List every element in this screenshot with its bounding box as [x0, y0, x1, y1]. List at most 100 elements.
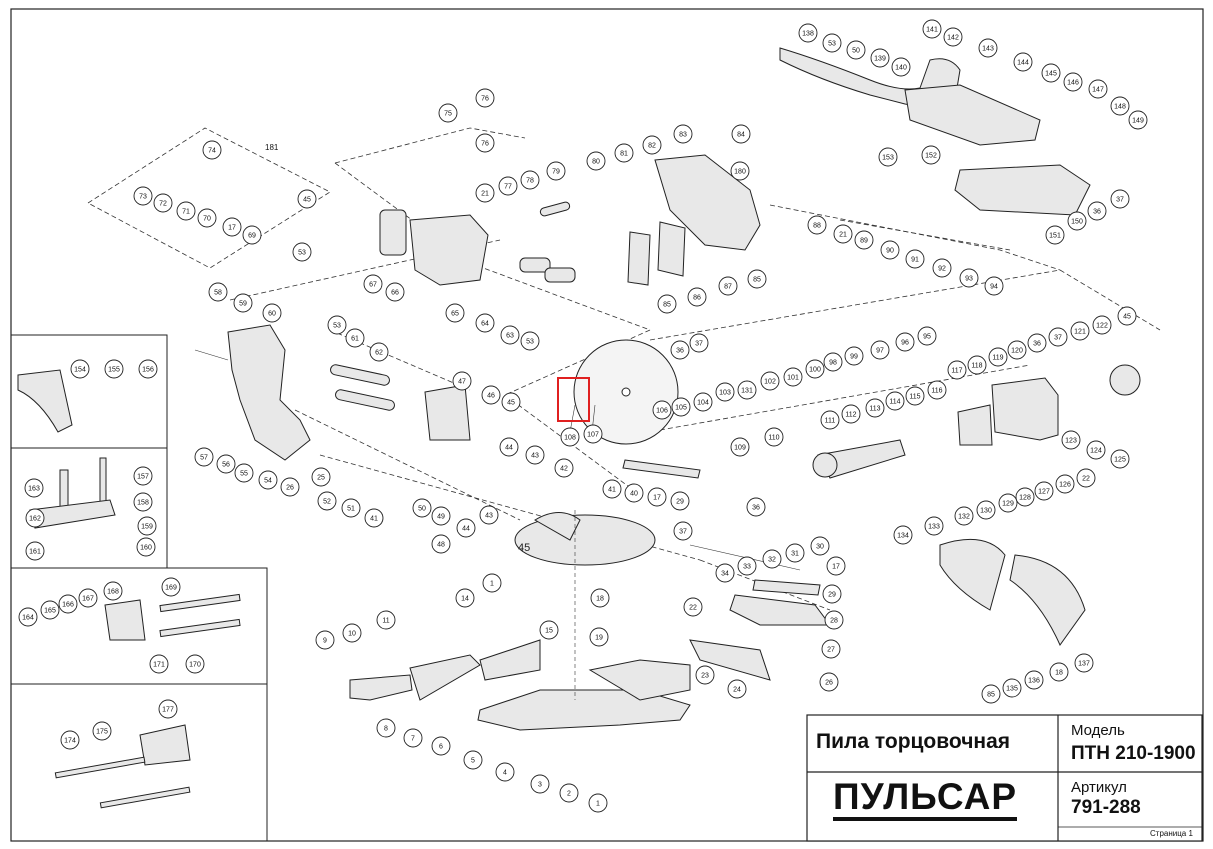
- callout-134: 134: [893, 525, 913, 545]
- callout-93: 93: [959, 268, 979, 288]
- callout-circle: [844, 346, 864, 366]
- callout-number: 10: [348, 631, 356, 638]
- callout-circle: [364, 508, 384, 528]
- callout-circle: [822, 584, 842, 604]
- callout-number: 53: [298, 250, 306, 257]
- callout-number: 114: [889, 399, 900, 406]
- callout-circle: [673, 124, 693, 144]
- callout-75: 75: [438, 103, 458, 123]
- callout-circle: [737, 556, 757, 576]
- callout-circle: [403, 728, 423, 748]
- callout-circle: [495, 762, 515, 782]
- callout-number: 111: [825, 418, 836, 425]
- callout-135: 135: [1002, 678, 1022, 698]
- callout-circle: [138, 359, 158, 379]
- callout-circle: [153, 193, 173, 213]
- callout-circle: [292, 242, 312, 262]
- callout-number: 29: [828, 592, 836, 599]
- callout-circle: [785, 543, 805, 563]
- callout-8: 8: [376, 718, 396, 738]
- callout-45: 45: [1117, 306, 1137, 326]
- callout-5: 5: [463, 750, 483, 770]
- callout-number: 67: [369, 282, 377, 289]
- callout-169: 169: [161, 577, 181, 597]
- callout-155: 155: [104, 359, 124, 379]
- callout-circle: [475, 133, 495, 153]
- callout-number: 46: [487, 393, 495, 400]
- callout-127: 127: [1034, 481, 1054, 501]
- callout-number: 78: [526, 178, 534, 185]
- callout-number: 6: [439, 744, 443, 751]
- callout-circle: [25, 541, 45, 561]
- callout-46: 46: [481, 385, 501, 405]
- callout-70: 70: [197, 208, 217, 228]
- callout-number: 5: [471, 758, 475, 765]
- callout-circle: [1024, 670, 1044, 690]
- callout-circle: [520, 170, 540, 190]
- callout-130: 130: [976, 500, 996, 520]
- callout-number: 45: [507, 400, 515, 407]
- callout-9: 9: [315, 630, 335, 650]
- callout-33: 33: [737, 556, 757, 576]
- callout-number: 106: [656, 408, 668, 415]
- callout-131: 131: [737, 380, 757, 400]
- callout-number: 19: [595, 635, 603, 642]
- callout-number: 146: [1067, 80, 1079, 87]
- callout-number: 86: [693, 295, 701, 302]
- callout-168: 168: [103, 581, 123, 601]
- callout-circle: [327, 315, 347, 335]
- callout-number: 160: [140, 545, 152, 552]
- callout-163: 163: [24, 478, 44, 498]
- callout-91: 91: [905, 249, 925, 269]
- callout-circle: [280, 477, 300, 497]
- callout-71: 71: [176, 201, 196, 221]
- callout-circle: [893, 525, 913, 545]
- callout-number: 142: [947, 35, 959, 42]
- callout-circle: [841, 404, 861, 424]
- accessory-frames: [10, 334, 268, 842]
- callout-number: 162: [29, 516, 41, 523]
- callout-number: 140: [895, 65, 907, 72]
- callout-126: 126: [1055, 474, 1075, 494]
- callout-number: 108: [564, 435, 576, 442]
- callout-circle: [452, 371, 472, 391]
- callout-circle: [959, 268, 979, 288]
- callout-73: 73: [133, 186, 153, 206]
- callout-circle: [878, 147, 898, 167]
- callout-circle: [981, 684, 1001, 704]
- callout-circle: [1087, 201, 1107, 221]
- callout-26: 26: [819, 672, 839, 692]
- callout-number: 11: [382, 618, 389, 625]
- callout-44: 44: [456, 518, 476, 538]
- callout-number: 22: [689, 605, 697, 612]
- callout-90: 90: [880, 240, 900, 260]
- callout-circle: [133, 492, 153, 512]
- callout-66: 66: [385, 282, 405, 302]
- callout-circle: [590, 588, 610, 608]
- callout-circle: [1086, 440, 1106, 460]
- callout-85: 85: [747, 269, 767, 289]
- callout-number: 43: [485, 513, 493, 520]
- callout-number: 45: [303, 197, 311, 204]
- callout-87: 87: [718, 276, 738, 296]
- callout-number: 123: [1065, 438, 1077, 445]
- callout-number: 54: [264, 478, 272, 485]
- callout-number: 113: [869, 406, 880, 413]
- callout-17: 17: [222, 217, 242, 237]
- callout-171: 171: [149, 654, 169, 674]
- callout-number: 85: [663, 302, 671, 309]
- callout-circle: [823, 352, 843, 372]
- callout-number: 70: [203, 216, 211, 223]
- callout-76: 76: [475, 133, 495, 153]
- callout-circle: [671, 397, 691, 417]
- callout-number: 137: [1078, 661, 1090, 668]
- highlight-box-part-108[interactable]: [557, 377, 590, 422]
- callout-circle: [670, 491, 690, 511]
- callout-circle: [1061, 430, 1081, 450]
- callout-number: 148: [1114, 104, 1126, 111]
- callout-number: 159: [141, 524, 153, 531]
- callout-129: 129: [998, 493, 1018, 513]
- callout-122: 122: [1092, 315, 1112, 335]
- callout-circle: [846, 40, 866, 60]
